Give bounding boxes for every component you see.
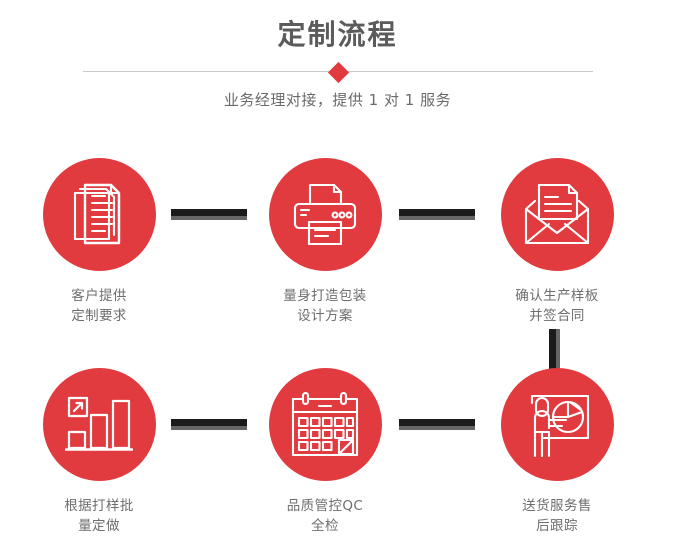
diamond-icon	[327, 61, 349, 83]
presenter-piechart-icon	[530, 394, 590, 457]
connector-bar	[399, 209, 475, 216]
connector-bar	[399, 419, 475, 426]
process-step-6[interactable]: 送货服务售 后跟踪	[472, 368, 642, 536]
bar-chart-growth-icon	[65, 396, 133, 451]
step-4-label: 根据打样批 量定做	[64, 498, 134, 534]
step-4-icon-circle	[42, 368, 156, 481]
printer-icon	[293, 183, 357, 245]
step-3-icon-circle	[500, 158, 614, 271]
process-step-5[interactable]: 品质管控QC 全检	[240, 368, 410, 536]
process-step-4[interactable]: 根据打样批 量定做	[14, 368, 184, 536]
connector-shadow	[399, 426, 475, 430]
step-1-label: 客户提供 定制要求	[71, 288, 127, 324]
step-5-icon-circle	[268, 368, 382, 481]
page-subtitle: 业务经理对接，提供 1 对 1 服务	[223, 91, 452, 109]
connector-step4-step5	[171, 419, 247, 430]
connector-step1-step2	[171, 209, 247, 220]
connector-bar	[171, 419, 247, 426]
process-step-1[interactable]: 客户提供 定制要求	[14, 158, 184, 326]
connector-shadow	[556, 329, 560, 371]
connector-shadow	[171, 216, 247, 220]
page-title: 定制流程	[277, 18, 398, 51]
step-3-label: 确认生产样板 并签合同	[515, 288, 599, 324]
step-1-icon-circle	[42, 158, 156, 271]
step-6-icon-circle	[500, 368, 614, 481]
process-step-2[interactable]: 量身打造包装 设计方案	[240, 158, 410, 326]
connector-step3-step6	[549, 329, 560, 371]
header: 定制流程 业务经理对接，提供 1 对 1 服务	[0, 0, 675, 130]
documents-stack-icon	[73, 183, 121, 244]
connector-shadow	[171, 426, 247, 430]
connector-bar	[171, 209, 247, 216]
process-flow: 客户提供 定制要求	[0, 130, 675, 550]
connector-bar	[549, 329, 556, 371]
envelope-letter-icon	[524, 183, 590, 244]
divider	[83, 61, 593, 83]
process-step-3[interactable]: 确认生产样板 并签合同	[472, 158, 642, 326]
calendar-check-icon	[291, 391, 359, 456]
step-2-icon-circle	[268, 158, 382, 271]
connector-step2-step3	[399, 209, 475, 220]
step-6-label: 送货服务售 后跟踪	[522, 498, 592, 534]
connector-shadow	[399, 216, 475, 220]
connector-step5-step6	[399, 419, 475, 430]
step-5-label: 品质管控QC 全检	[286, 498, 364, 534]
step-2-label: 量身打造包装 设计方案	[283, 288, 367, 324]
